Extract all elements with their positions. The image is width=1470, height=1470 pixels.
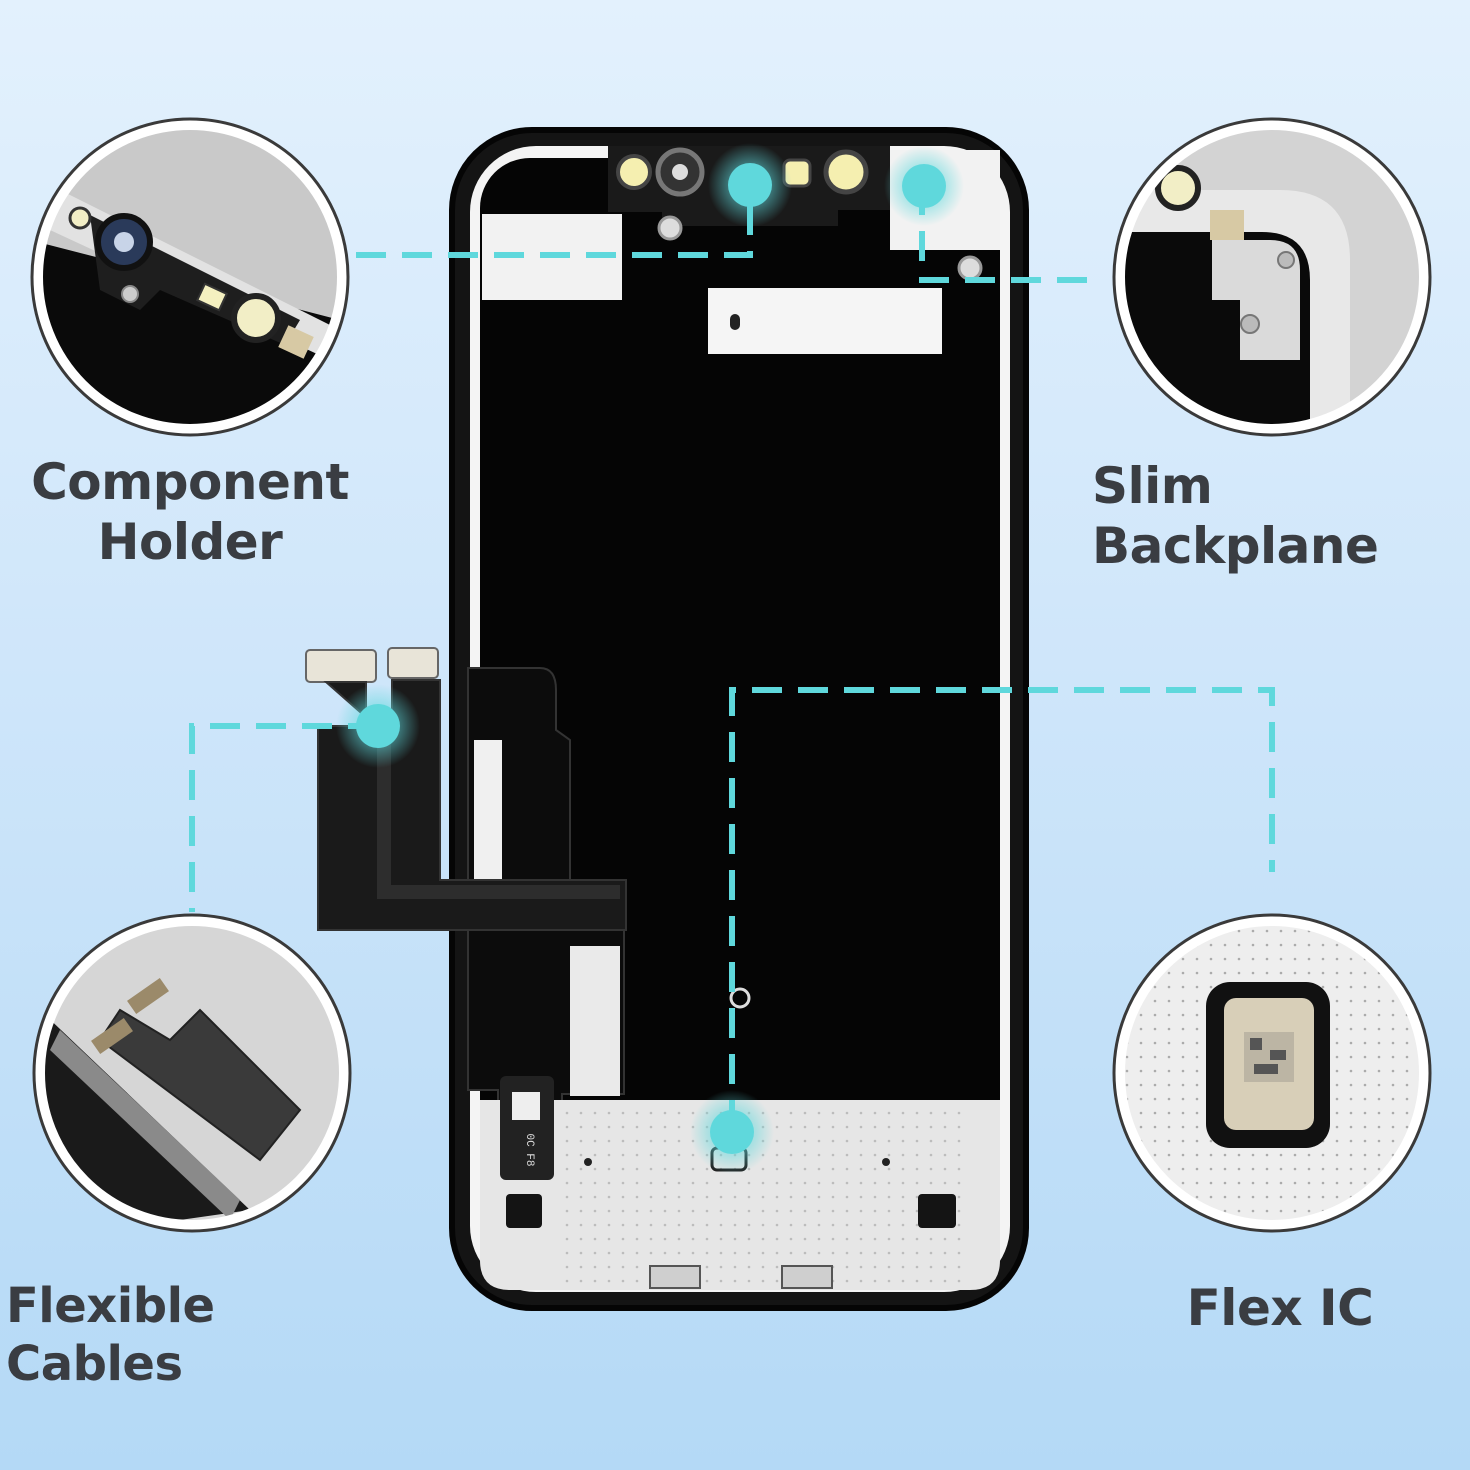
dot-projector-icon: [823, 149, 869, 195]
flex-connector-tip: [305, 649, 377, 683]
shield-pad: [918, 1194, 956, 1228]
flood-illuminator-icon: [616, 154, 652, 190]
zoom-ring: [1115, 120, 1429, 434]
marker-dot: [710, 1110, 754, 1154]
label-flexible-cables: Flexible Cables: [6, 1278, 215, 1392]
shield-pad: [506, 1194, 542, 1228]
label-component-holder: Component Holder: [30, 452, 350, 572]
leader-flexible-cables: [189, 723, 378, 912]
flex-connector-tip: [387, 647, 439, 679]
zoom-ring: [35, 916, 349, 1230]
phone-display-assembly: 0C F8: [449, 127, 1029, 1311]
label-slim-backplane: Slim Backplane: [1092, 457, 1379, 575]
zoom-slim-backplane: [1112, 117, 1432, 437]
leader-slim-backplane: [919, 185, 1090, 283]
backplate-hole: [729, 987, 751, 1009]
shield-hole: [584, 1158, 592, 1166]
leader-flex-ic: [729, 687, 1275, 1130]
zoom-component-holder: [30, 117, 350, 437]
zoom-flex-ic: [1112, 913, 1432, 1233]
screw-icon: [657, 215, 683, 241]
callout-markers: [336, 143, 964, 1174]
label-component-holder-line1: Component: [31, 453, 349, 511]
chip-marking: 0C F8: [523, 1133, 535, 1166]
backplate-label-sticker: [708, 288, 942, 354]
bottom-connector: [649, 1265, 701, 1289]
zoom-ring: [1115, 916, 1429, 1230]
marker-dot: [728, 163, 772, 207]
zoom-ring: [33, 120, 347, 434]
chip-qr-code: [512, 1092, 540, 1120]
screw-icon: [957, 255, 983, 281]
lens-highlight: [672, 164, 688, 180]
label-flex-ic: Flex IC: [1186, 1279, 1374, 1337]
flex-cable-ribbon-inner: [377, 726, 620, 899]
shield-hole: [882, 1158, 890, 1166]
bottom-connector: [781, 1265, 833, 1289]
zoom-flexible-cables: [32, 913, 352, 1233]
marker-dot: [356, 704, 400, 748]
shield-dot-texture: [560, 1104, 970, 1286]
flex-stiffener: [570, 946, 620, 1096]
label-component-holder-line2: Holder: [97, 513, 283, 571]
sticker-slot: [730, 314, 740, 330]
marker-dot: [902, 164, 946, 208]
